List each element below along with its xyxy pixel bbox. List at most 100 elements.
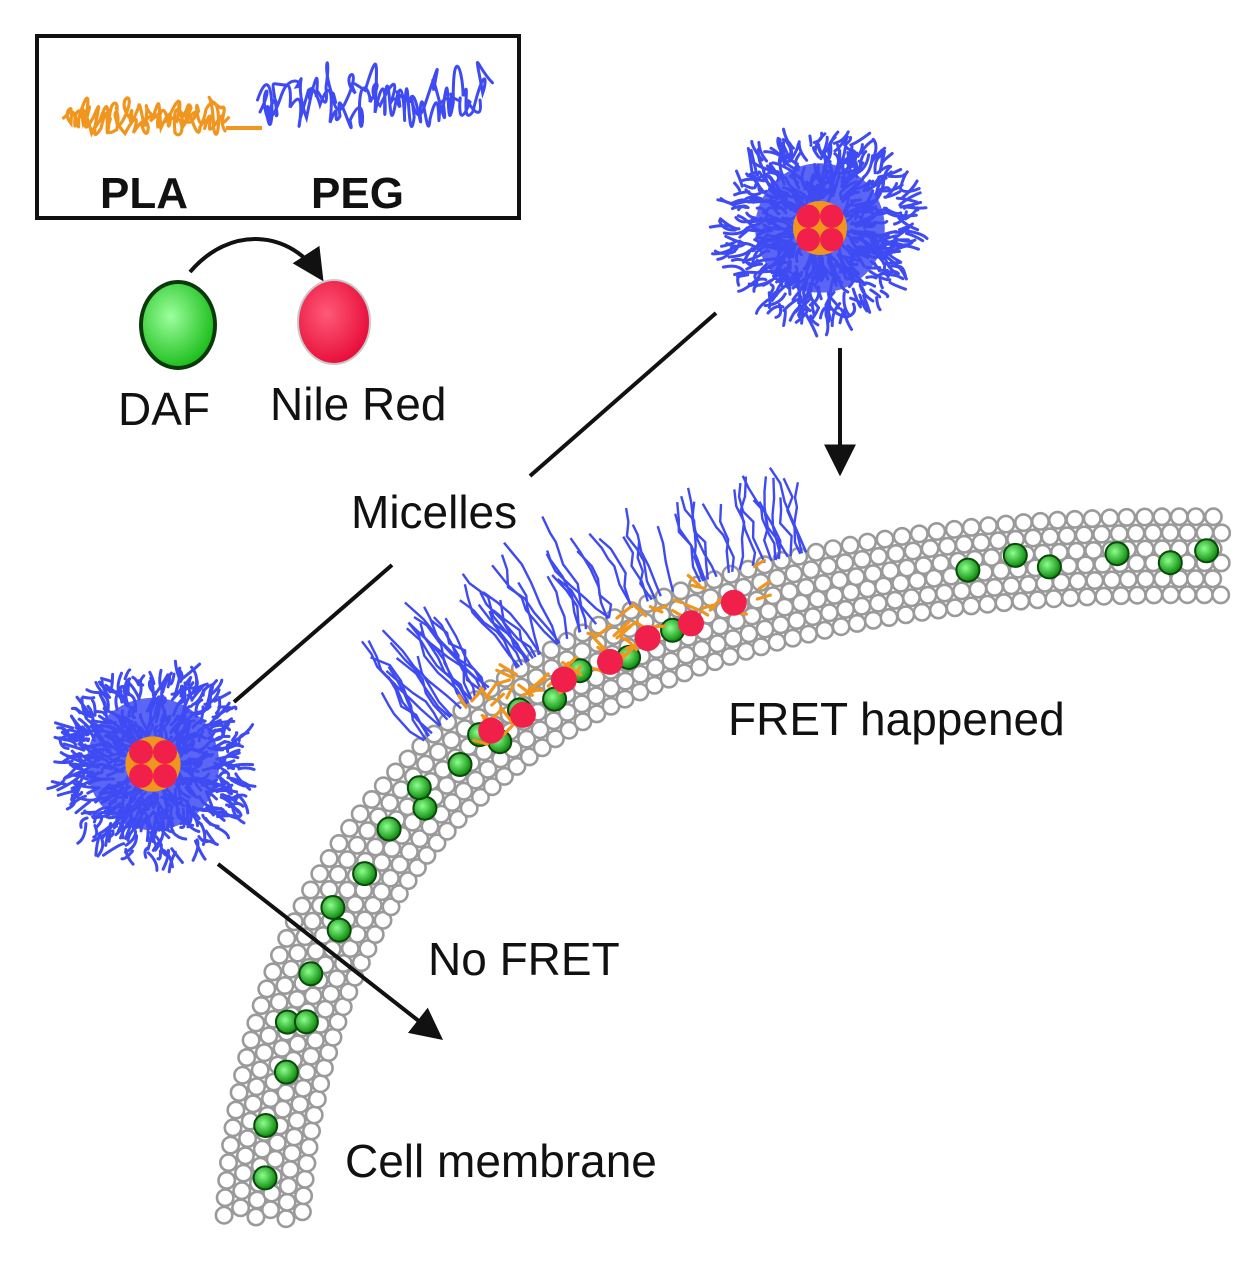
peg-corona-strand — [153, 837, 163, 852]
lipid-head — [269, 945, 289, 965]
lipid-head — [823, 539, 843, 559]
lipid-head — [466, 690, 486, 710]
peg-corona-strand — [744, 188, 762, 197]
micelle-left — [46, 659, 257, 874]
inserted-peg-strand — [752, 499, 773, 562]
peg-corona-strand — [870, 175, 881, 186]
lipid-head — [373, 910, 393, 930]
peg-corona-strand — [116, 671, 123, 697]
peg-corona-strand — [848, 302, 857, 318]
inserted-peg-strand — [503, 541, 559, 645]
lipid-head — [815, 620, 835, 640]
lipid-head — [751, 637, 771, 657]
peg-corona-strand — [787, 144, 794, 163]
lipid-head — [294, 1186, 314, 1206]
inserted-peg-strand — [491, 564, 559, 646]
peg-corona-strand — [797, 140, 809, 162]
inserted-peg-strand — [381, 629, 462, 710]
inserted-peg-strand — [482, 591, 542, 655]
inserted-pla-strand — [592, 636, 609, 654]
lipid-head — [723, 629, 743, 649]
lipid-head — [297, 1153, 317, 1173]
peg-corona-strand — [809, 306, 820, 322]
lipid-head — [241, 1030, 261, 1050]
lipid-head — [302, 911, 322, 931]
lipid-head — [1169, 507, 1189, 527]
lipid-head — [1094, 586, 1114, 606]
peg-corona-strand — [160, 848, 174, 869]
inserted-pla-strand — [490, 692, 505, 707]
peg-corona-strand — [237, 731, 250, 743]
inserted-pla-strand — [527, 672, 550, 693]
daf-bead — [293, 1009, 319, 1035]
lipid-head — [269, 992, 289, 1012]
lipid-head — [466, 770, 486, 790]
peg-corona-strand — [804, 313, 819, 338]
lipid-head — [1100, 508, 1120, 528]
lipid-head — [945, 598, 965, 618]
inserted-pla-strand — [752, 558, 767, 569]
peg-corona-strand — [905, 231, 925, 243]
peg-corona-strand — [95, 813, 104, 829]
inserted-peg-strand — [416, 655, 453, 717]
lipid-head — [901, 588, 921, 608]
peg-corona-strand — [86, 704, 95, 723]
lipid-head — [478, 759, 498, 779]
peg-corona-strand — [54, 721, 75, 730]
peg-corona-strand — [178, 681, 195, 695]
lipid-head — [223, 1118, 243, 1138]
lipid-head — [254, 1043, 274, 1063]
lipid-head — [803, 607, 823, 627]
peg-corona-strand — [153, 673, 170, 697]
peg-corona-strand — [824, 290, 836, 307]
pla-label: PLA — [100, 169, 188, 218]
peg-corona-strand — [213, 691, 232, 703]
peg-corona-strand — [217, 770, 229, 780]
lipid-head — [659, 669, 679, 689]
peg-corona-strand — [733, 181, 742, 193]
peg-corona-strand — [105, 829, 115, 840]
lipid-head — [410, 829, 430, 849]
daf-bead — [273, 1059, 299, 1085]
peg-corona-strand — [50, 780, 67, 786]
daf-bead — [1104, 541, 1130, 567]
lipid-head — [301, 880, 321, 900]
inserted-peg-strand — [546, 575, 569, 640]
inserted-peg-strand — [624, 507, 657, 600]
daf-bead — [1157, 550, 1183, 576]
peg-corona-strand — [851, 287, 862, 309]
lipid-head — [1048, 510, 1068, 530]
peg-corona-strand — [741, 177, 766, 183]
lipid-head — [971, 532, 991, 552]
nile-red-dye-icon — [297, 279, 371, 365]
peg-corona-strand — [131, 675, 141, 687]
lipid-head — [427, 833, 447, 853]
peg-corona-strand — [219, 795, 240, 814]
peg-corona-strand — [849, 296, 868, 312]
nile-red-cargo — [796, 204, 820, 228]
lipid-head — [482, 777, 502, 797]
lipid-head — [852, 549, 872, 569]
peg-corona-strand — [100, 692, 110, 713]
peg-corona-strand — [734, 216, 753, 224]
cell-membrane-bilayer — [214, 507, 1232, 1229]
lipid-head — [927, 521, 947, 541]
lipid-head — [494, 766, 514, 786]
inserted-peg-strand — [779, 497, 793, 557]
peg-corona-strand — [768, 283, 775, 296]
peg-label: PEG — [311, 169, 404, 218]
micelles-leader-line-left — [232, 563, 394, 704]
lipid-head — [944, 519, 964, 539]
peg-corona-strand — [736, 271, 745, 287]
lipid-head — [389, 884, 409, 904]
lipid-head — [875, 529, 895, 549]
lipid-head — [868, 593, 888, 613]
lipid-head — [791, 593, 811, 613]
lipid-head — [1030, 511, 1050, 531]
inserted-nile-red — [678, 610, 704, 637]
lipid-head — [219, 1153, 239, 1173]
peg-corona-strand — [204, 807, 215, 815]
lipid-head — [1136, 569, 1156, 589]
micelles-label: Micelles — [351, 486, 517, 538]
lipid-head — [1135, 507, 1155, 527]
